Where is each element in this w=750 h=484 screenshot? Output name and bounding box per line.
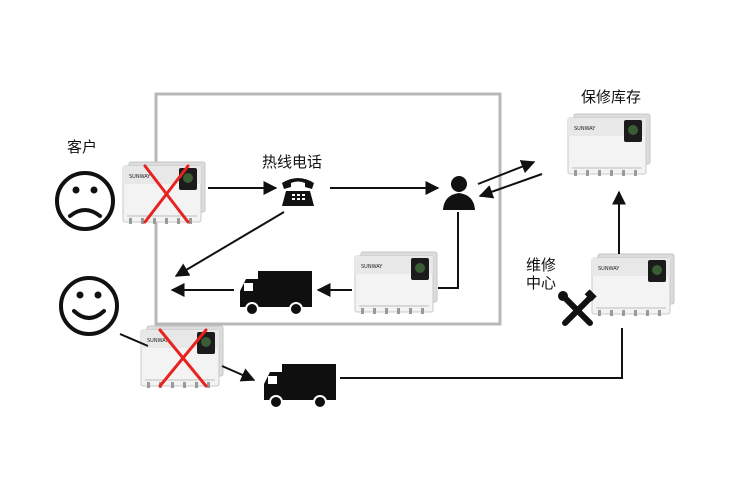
- arrow-staff-to-stock: [477, 160, 536, 185]
- replacement-inverter-device: [354, 251, 438, 315]
- repair-center-label-line1: 维修: [526, 256, 557, 274]
- person-icon: [443, 176, 475, 210]
- returned-faulty-inverter-device: [140, 325, 224, 389]
- arrow-return-to-truck: [221, 365, 256, 382]
- customer-label: 客户: [67, 138, 98, 156]
- warranty-stock-label: 保修库存: [581, 88, 642, 106]
- arrow-hotline-to-customer: [174, 211, 285, 277]
- warranty-stock-inverter-device: [567, 113, 651, 177]
- repair-center-inverter-device: [591, 253, 675, 317]
- arrow-truck-to-repair: [340, 328, 623, 379]
- faulty-inverter-device: [122, 161, 206, 225]
- delivery-truck-icon: [239, 270, 313, 316]
- telephone-icon: [282, 178, 314, 206]
- arrow-staff-to-replacement: [438, 212, 459, 289]
- arrow-customer-to-return: [119, 333, 149, 347]
- sad-face-icon: [55, 171, 115, 231]
- hotline-label: 热线电话: [262, 153, 323, 171]
- return-truck-icon: [263, 363, 337, 409]
- arrow-stock-to-staff: [478, 173, 543, 199]
- happy-face-icon: [59, 276, 119, 336]
- repair-center-label-line2: 中心: [526, 274, 557, 292]
- tools-icon: [558, 289, 597, 326]
